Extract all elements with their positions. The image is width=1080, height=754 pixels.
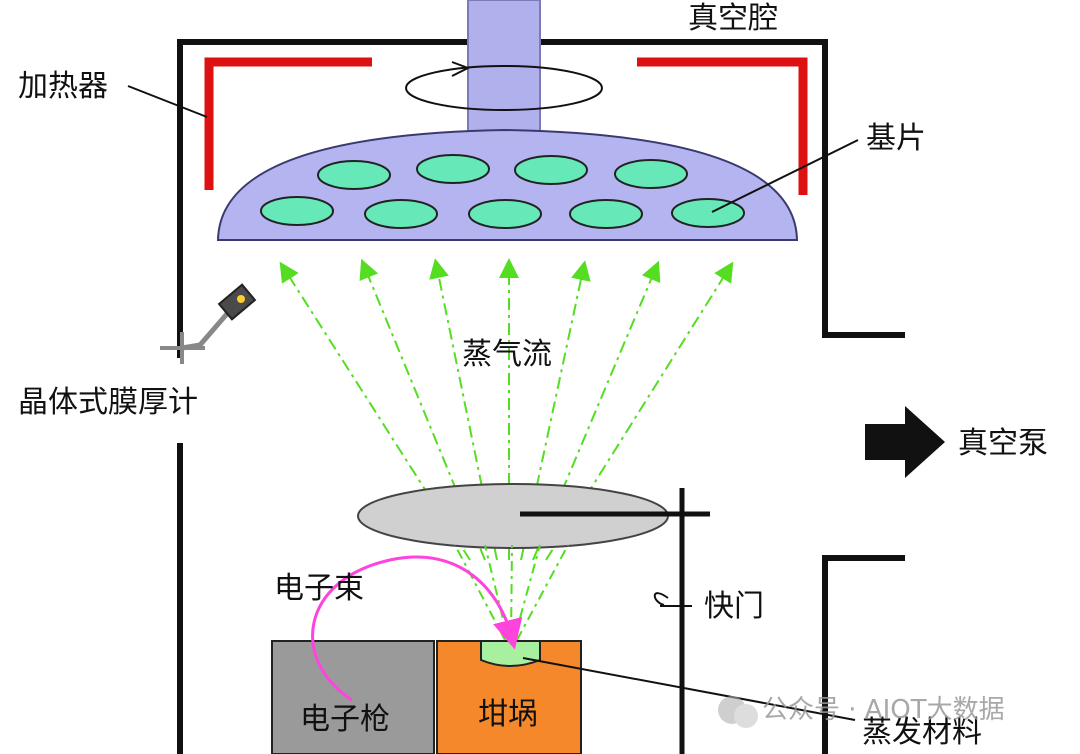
label-evaporation-material: 蒸发材料 xyxy=(862,715,982,750)
label-vacuum-pump: 真空泵 xyxy=(958,426,1048,461)
substrate xyxy=(317,160,391,190)
watermark-text: 公众号 · AIOT大数据 xyxy=(762,695,1005,725)
substrate xyxy=(671,198,745,228)
electron-gun xyxy=(271,640,435,754)
label-crucible: 坩埚 xyxy=(478,697,538,732)
evaporation-material xyxy=(480,640,541,667)
label-shutter: 快门 xyxy=(704,589,764,624)
heater xyxy=(204,57,808,195)
substrate xyxy=(468,199,542,229)
crystal-sensor-icon xyxy=(160,283,257,364)
label-crystal-monitor: 晶体式膜厚计 xyxy=(18,385,198,420)
label-electron-gun: 电子枪 xyxy=(300,702,390,737)
vapor-plume xyxy=(454,544,569,641)
substrate xyxy=(364,199,438,229)
label-substrate: 基片 xyxy=(866,121,926,156)
substrate xyxy=(614,159,688,189)
substrate xyxy=(260,196,334,226)
substrate xyxy=(514,155,588,185)
label-vapor-flow: 蒸气流 xyxy=(462,337,552,372)
rotation-arrow-icon xyxy=(405,61,603,111)
shutter-rotation-icon xyxy=(653,592,692,607)
label-heater: 加热器 xyxy=(18,69,108,104)
electron-beam xyxy=(311,555,523,702)
label-vacuum-chamber: 真空腔 xyxy=(688,1,778,36)
watermark-icon xyxy=(718,696,758,728)
vacuum-chamber-walls xyxy=(177,39,905,754)
substrate-dome xyxy=(216,128,799,241)
leader-lines xyxy=(127,85,859,721)
shutter-arm xyxy=(520,488,710,754)
substrate xyxy=(569,199,643,229)
substrates xyxy=(260,154,745,229)
rotation-shaft xyxy=(467,0,541,141)
label-electron-beam: 电子束 xyxy=(274,571,364,606)
substrate xyxy=(416,154,490,184)
vacuum-pump-arrow-icon xyxy=(865,406,945,478)
